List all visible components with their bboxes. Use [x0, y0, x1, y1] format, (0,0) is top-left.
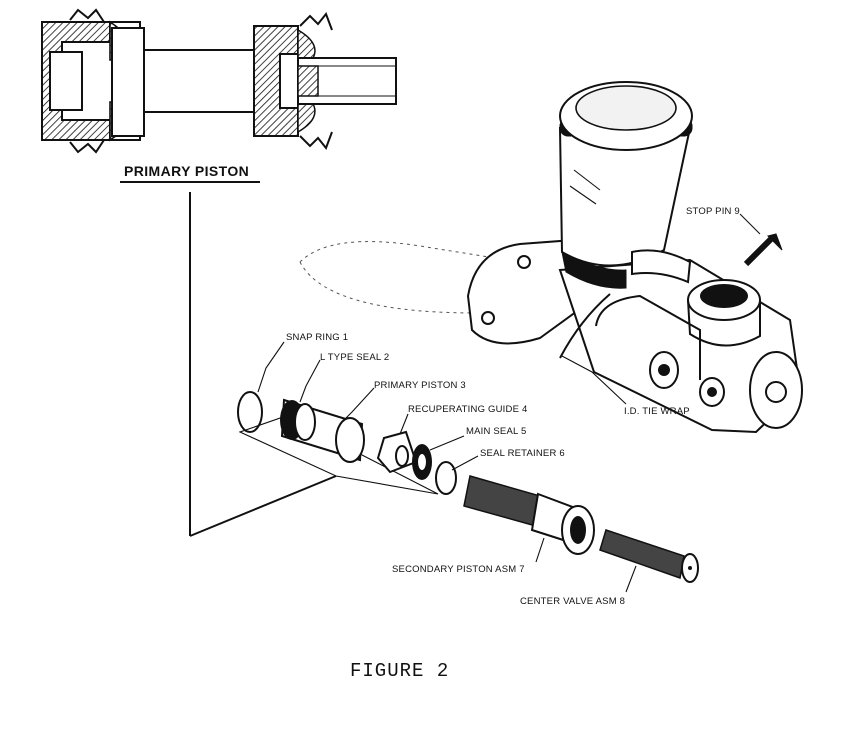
label-main-seal: MAIN SEAL 5 — [466, 426, 526, 437]
label-stop-pin: STOP PIN 9 — [686, 206, 740, 217]
figure-caption: FIGURE 2 — [350, 660, 449, 682]
snap-ring — [237, 391, 263, 433]
label-secondary-piston: SECONDARY PISTON ASM 7 — [392, 564, 525, 575]
label-primary-piston: PRIMARY PISTON 3 — [374, 380, 466, 391]
label-seal-retainer: SEAL RETAINER 6 — [480, 448, 565, 459]
primary-piston-part — [280, 398, 365, 463]
leader-lines — [257, 213, 761, 593]
label-tie-wrap: I.D. TIE WRAP — [624, 406, 690, 417]
label-snap-ring: SNAP RING 1 — [286, 332, 348, 343]
part-labels: SNAP RING 1 L TYPE SEAL 2 PRIMARY PISTON… — [286, 206, 740, 607]
seal-retainer — [435, 461, 457, 495]
label-l-type-seal: L TYPE SEAL 2 — [320, 352, 389, 363]
primary-piston-cross-section — [41, 8, 397, 154]
label-center-valve: CENTER VALVE ASM 8 — [520, 596, 625, 607]
section-leader-bracket — [189, 192, 439, 537]
label-recuperating-guide: RECUPERATING GUIDE 4 — [408, 404, 527, 415]
secondary-piston-asm — [463, 475, 595, 555]
primary-piston-title: PRIMARY PISTON — [124, 163, 249, 179]
recuperating-guide — [376, 430, 418, 474]
master-cylinder — [299, 81, 803, 434]
main-seal — [412, 444, 432, 480]
center-valve-asm — [599, 529, 699, 583]
stop-pin — [743, 233, 783, 267]
